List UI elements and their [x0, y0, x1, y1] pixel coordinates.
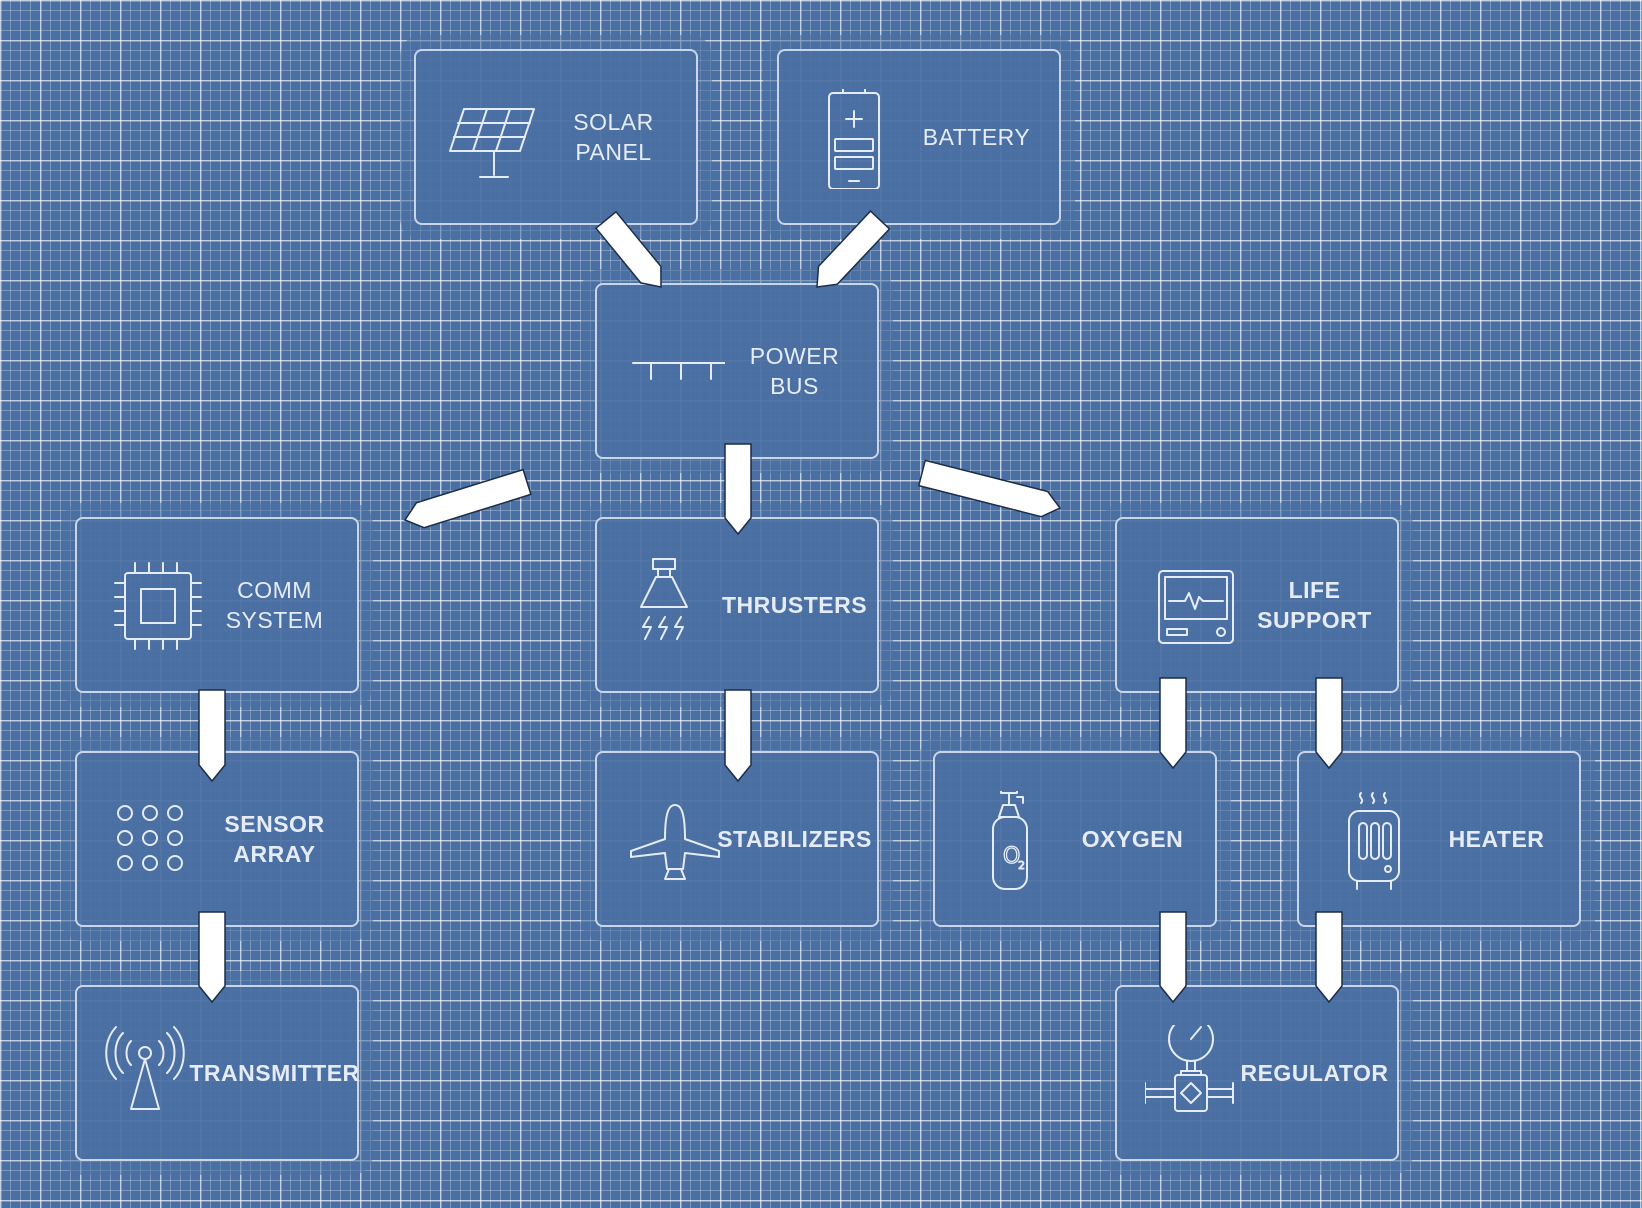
node-sensor-array[interactable]: SENSOR ARRAY: [75, 751, 359, 927]
node-label: LIFE SUPPORT: [1257, 577, 1372, 633]
node-transmitter[interactable]: TRANSMITTER: [75, 985, 359, 1161]
node-label: REGULATOR: [1240, 1060, 1389, 1086]
node-label: SENSOR ARRAY: [224, 811, 325, 867]
battery-icon: [807, 82, 907, 190]
node-battery[interactable]: BATTERY: [777, 49, 1061, 225]
node-label: STABILIZERS: [717, 826, 872, 852]
node-label: COMM SYSTEM: [225, 577, 324, 633]
svg-text:O: O: [1003, 844, 1020, 869]
node-power-bus[interactable]: POWER BUS: [595, 283, 879, 459]
node-label: OXYGEN: [1081, 826, 1184, 852]
solar-panel-icon: [444, 89, 544, 189]
node-label: THRUSTERS: [721, 592, 868, 618]
node-label: POWER BUS: [749, 343, 840, 399]
antenna-icon: [105, 1025, 205, 1125]
node-oxygen[interactable]: O 2 OXYGEN: [933, 751, 1217, 927]
arrow-power-bus-to-life-support: [917, 459, 1062, 518]
svg-text:2: 2: [1018, 859, 1025, 872]
thruster-icon: [625, 557, 725, 657]
node-label: BATTERY: [922, 124, 1031, 150]
arrow-power-bus-to-comm-system: [403, 468, 532, 529]
node-stabilizers[interactable]: STABILIZERS: [595, 751, 879, 927]
node-label: TRANSMITTER: [189, 1060, 360, 1086]
node-comm-system[interactable]: COMM SYSTEM: [75, 517, 359, 693]
heater-icon: [1327, 791, 1427, 891]
power-bus-icon: [625, 323, 726, 423]
chip-icon: [105, 557, 205, 657]
monitor-icon: [1145, 557, 1245, 657]
node-regulator[interactable]: REGULATOR: [1115, 985, 1399, 1161]
node-life-support[interactable]: LIFE SUPPORT: [1115, 517, 1399, 693]
node-label: SOLAR PANEL: [573, 109, 654, 165]
node-heater[interactable]: HEATER: [1297, 751, 1581, 927]
node-thrusters[interactable]: THRUSTERS: [595, 517, 879, 693]
sensor-grid-icon: [105, 791, 205, 891]
node-label: HEATER: [1448, 826, 1545, 852]
gauge-valve-icon: [1144, 1016, 1245, 1125]
aircraft-icon: [625, 791, 725, 891]
oxygen-tank-icon: O 2: [963, 786, 1063, 891]
node-solar-panel[interactable]: SOLAR PANEL: [414, 49, 698, 225]
